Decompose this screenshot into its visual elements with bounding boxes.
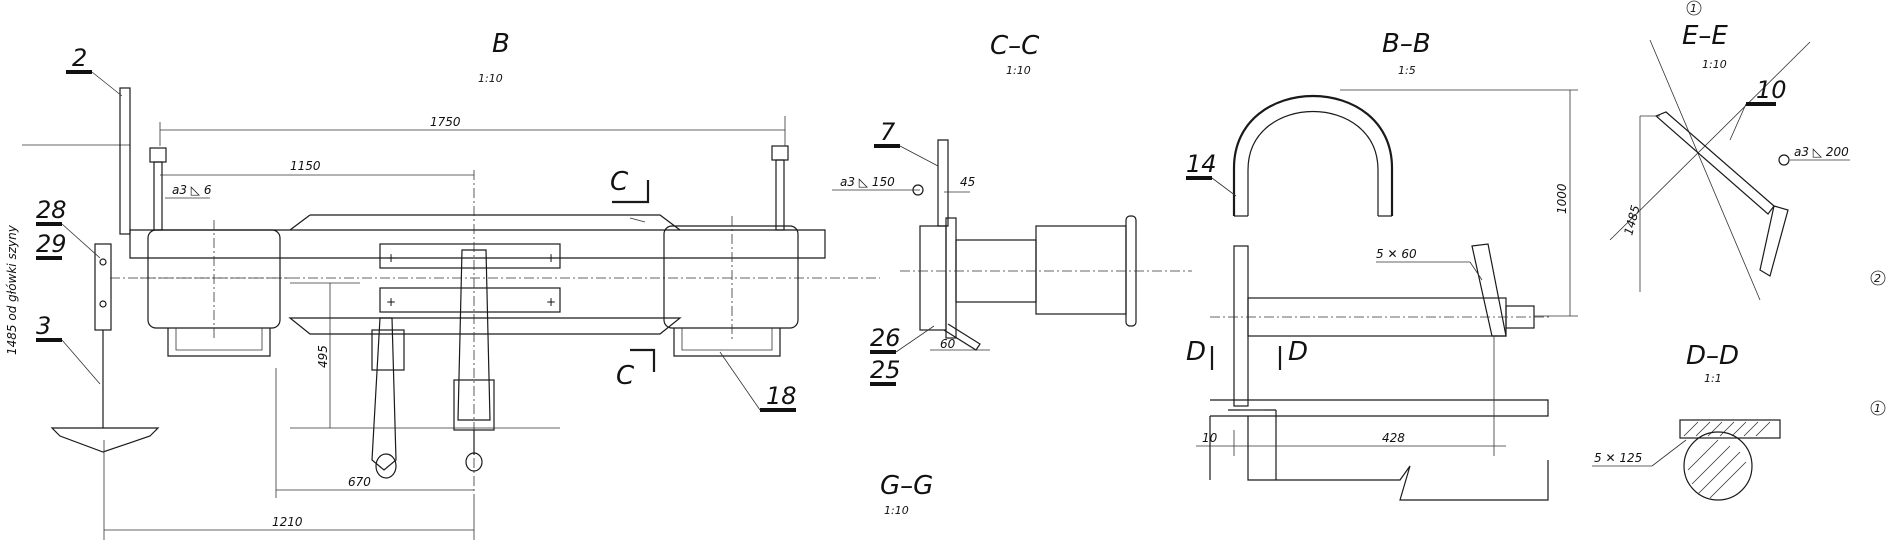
- svg-text:+: +: [546, 295, 556, 309]
- main-beam: [129, 229, 826, 259]
- leader-7: 7: [880, 118, 896, 146]
- leader-14: 14: [1186, 150, 1217, 178]
- weld-note-ee: a3 ◺ 200: [1794, 145, 1849, 159]
- left-post: [119, 87, 131, 235]
- lever-left: [371, 317, 397, 471]
- leader-26: 26: [870, 324, 901, 352]
- handle-14: [1232, 95, 1394, 216]
- svg-text:+: +: [386, 295, 396, 309]
- view-dd-scale: 1:1: [1704, 372, 1722, 385]
- view-b: B 1:10 1485 od główki szyny: [5, 29, 880, 540]
- dim-428: 428: [1382, 431, 1405, 445]
- leader-2: 2: [72, 44, 87, 72]
- view-b-scale: 1:10: [478, 72, 503, 85]
- view-gg-title: G–G: [880, 471, 933, 501]
- view-bb-scale: 1:5: [1398, 64, 1416, 77]
- dim-1000: 1000: [1555, 183, 1569, 214]
- view-cc-title: C–C: [990, 31, 1040, 61]
- section-c-top: C: [610, 167, 629, 197]
- center-frame-bottom: [379, 287, 561, 313]
- lever-right: [457, 249, 491, 421]
- rail-head-note: 1485 od główki szyny: [5, 224, 19, 355]
- view-ee-marker: 1: [1690, 2, 1697, 15]
- section-d-right: D: [1288, 337, 1308, 367]
- box-right: [663, 225, 799, 329]
- dim-1485: 1485: [1621, 204, 1642, 237]
- leader-29: 29: [36, 230, 67, 258]
- foot-plate: [50, 427, 160, 453]
- dim-1750: 1750: [430, 115, 461, 129]
- dim-60-cc: 60: [940, 337, 956, 351]
- view-cc: C–C 1:10 a3 ◺ 150 45 60 7 26 25: [832, 31, 1192, 386]
- dim-45: 45: [960, 175, 975, 189]
- dim-670: 670: [348, 475, 371, 489]
- weld-note-bb: 5 ✕ 60: [1376, 247, 1417, 261]
- cc-plate: [919, 225, 947, 331]
- side-bracket: [94, 243, 112, 331]
- leader-28: 28: [36, 196, 67, 224]
- weld-note-cc: a3 ◺ 150: [840, 175, 895, 189]
- ee-bracket: [1654, 111, 1775, 215]
- section-d-left: D: [1186, 337, 1206, 367]
- view-ee-title: E–E: [1682, 21, 1728, 51]
- view-bb-title: B–B: [1382, 29, 1431, 59]
- dim-495: 495: [316, 345, 330, 368]
- side-marker-2: 2: [1874, 272, 1881, 285]
- post-cap-left: [149, 147, 167, 163]
- leader-3: 3: [36, 312, 51, 340]
- dim-1150: 1150: [290, 159, 321, 173]
- view-dd: D–D 1:1 5 ✕ 125: [1592, 341, 1781, 501]
- view-gg-scale: 1:10: [884, 504, 909, 517]
- post-cap-right: [771, 145, 789, 161]
- dd-plate: [1679, 419, 1781, 439]
- view-dd-title: D–D: [1686, 341, 1739, 371]
- view-gg: G–G 1:10: [880, 471, 933, 517]
- center-frame-top: [379, 243, 561, 269]
- dd-bar: [1683, 431, 1753, 501]
- section-c-bottom: C: [616, 361, 635, 391]
- svg-text:+: +: [546, 251, 556, 265]
- dim-1210: 1210: [272, 515, 303, 529]
- dim-10: 10: [1202, 431, 1218, 445]
- view-bb: B–B 1:5 1000 10 428 5 ✕ 60: [1186, 29, 1578, 501]
- svg-text:+: +: [386, 251, 396, 265]
- weld-note-dd: 5 ✕ 125: [1594, 451, 1642, 465]
- weld-note-b: a3 ◺ 6: [172, 183, 212, 197]
- view-ee: 1 E–E 1:10 1485 a3 ◺ 200 10: [1609, 0, 1850, 301]
- view-b-title: B: [492, 29, 510, 59]
- leader-18: 18: [766, 382, 797, 410]
- side-marker-1: 1: [1874, 402, 1881, 415]
- view-cc-scale: 1:10: [1006, 64, 1031, 77]
- view-ee-scale: 1:10: [1702, 58, 1727, 71]
- leader-25: 25: [870, 356, 901, 384]
- leader-10: 10: [1756, 76, 1787, 104]
